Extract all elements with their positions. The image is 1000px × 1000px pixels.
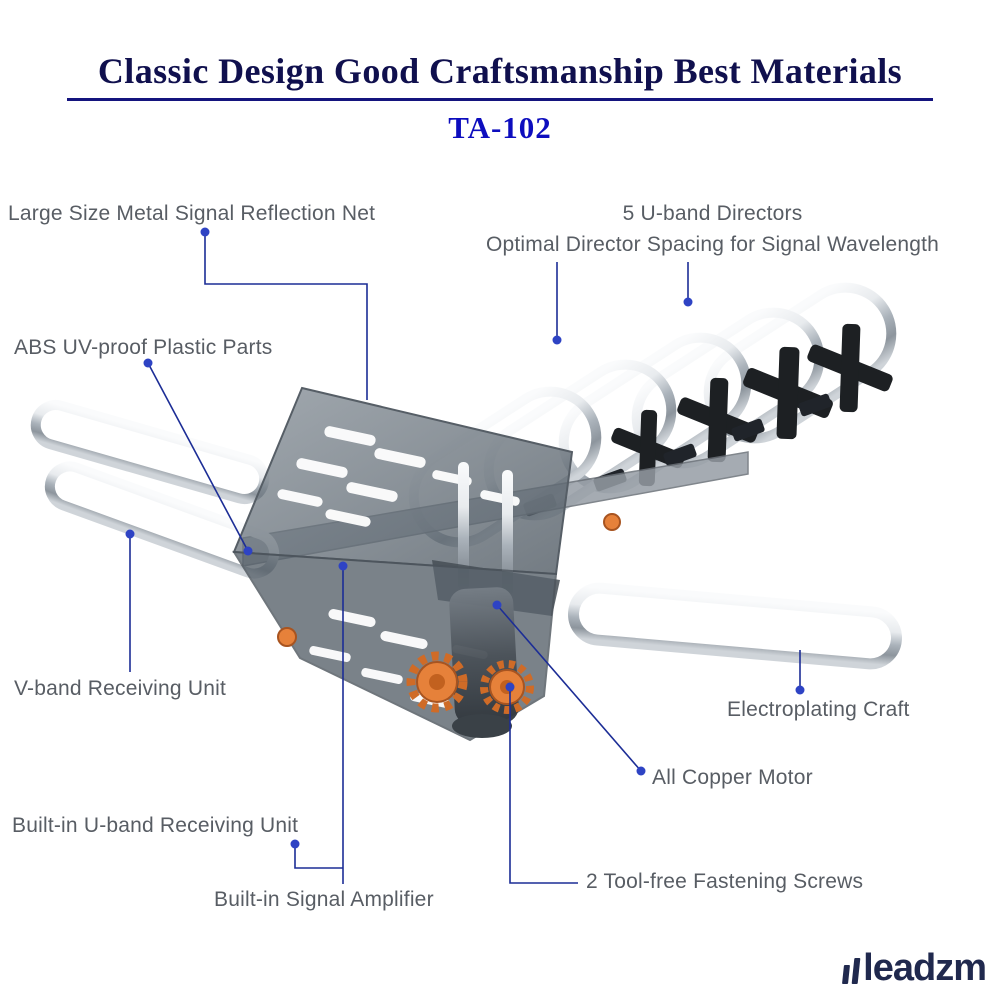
label-signal-amplifier: Built-in Signal Amplifier [214, 888, 434, 911]
label-copper-motor: All Copper Motor [652, 766, 813, 789]
label-reflection-net: Large Size Metal Signal Reflection Net [8, 202, 376, 225]
callout-line-copper-motor [496, 604, 642, 772]
label-u-band-receiving: Built-in U-band Receiving Unit [12, 814, 299, 837]
callout-dot [143, 358, 153, 368]
orange-clamp [277, 627, 297, 647]
callout-line-reflection-net [204, 232, 368, 400]
model-number: TA-102 [448, 110, 552, 145]
logo-bar-icon [851, 958, 861, 984]
reflector-plate [232, 386, 574, 576]
brand-logo: leadzm [842, 946, 987, 989]
callout-dots [125, 227, 805, 849]
label-directors-line2: Optimal Director Spacing for Signal Wave… [485, 233, 940, 256]
callout-dot [636, 766, 646, 776]
mast-u-bolt [458, 462, 513, 596]
callout-dot [492, 600, 502, 610]
page-title: Classic Design Good Craftsmanship Best M… [97, 51, 903, 91]
label-v-band: V-band Receiving Unit [14, 677, 226, 700]
label-fastening-screws: 2 Tool-free Fastening Screws [586, 870, 864, 893]
right-reflector-loop [568, 582, 902, 670]
callout-dot [338, 561, 348, 571]
callout-dot [683, 297, 693, 307]
logo-bar-icon [842, 965, 851, 984]
callout-dot [795, 685, 805, 695]
label-abs-plastic: ABS UV-proof Plastic Parts [14, 336, 273, 359]
callout-dot [505, 682, 515, 692]
callout-dot [125, 529, 135, 539]
callout-dot [552, 335, 562, 345]
brand-logo-text: leadzm [863, 946, 987, 989]
callout-line-u-band-receiving [294, 844, 343, 869]
callout-line-screws [509, 687, 578, 884]
callout-lines [129, 232, 801, 884]
callout-dot [290, 839, 300, 849]
callout-dot [200, 227, 210, 237]
label-directors-line1: 5 U-band Directors [622, 202, 803, 225]
callout-line-abs-plastic [147, 362, 249, 552]
callout-dot [243, 546, 253, 556]
title-divider [67, 98, 933, 101]
label-electroplating: Electroplating Craft [727, 698, 910, 721]
orange-clamp [603, 513, 621, 531]
label-directors: 5 U-band Directors Optimal Director Spac… [440, 198, 985, 260]
